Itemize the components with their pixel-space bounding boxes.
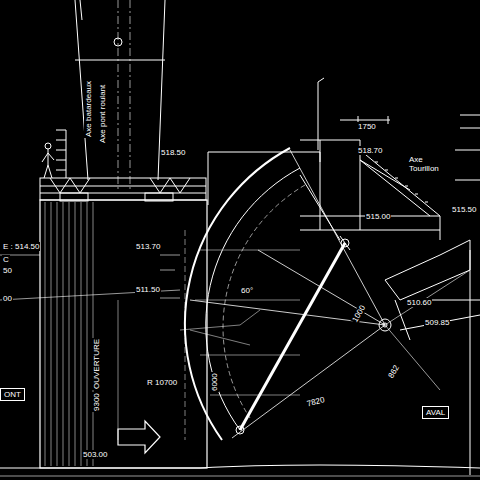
dimension-label: 515.50 (451, 205, 477, 214)
dimension-label: E : 514.50 (2, 242, 40, 251)
dimension-label: Axe batardeaux (84, 80, 93, 138)
dimension-label: 50 (2, 266, 13, 275)
zone-label: AVAL (422, 406, 449, 419)
dimension-label: 513.70 (135, 242, 161, 251)
dimension-label: 518.50 (160, 148, 186, 157)
dimension-label: OUVERTURE (92, 338, 101, 390)
dimension-label: 511.50 (135, 285, 161, 294)
dimension-label: 60° (240, 286, 254, 295)
dimension-label: 7820 (305, 395, 326, 409)
dimension-label: R 10700 (146, 378, 178, 387)
dimension-label: C (2, 255, 10, 264)
dimension-label: 1750 (357, 122, 377, 131)
dimension-label: 518.70 (357, 146, 383, 155)
dimension-label: 00 (2, 294, 13, 303)
dimension-label: 515.00 (365, 212, 391, 221)
dimension-label: 6000 (210, 372, 219, 392)
dimension-label: 510.60 (406, 298, 432, 307)
dimension-label: Axe Tourillon (408, 155, 446, 173)
dimension-label: Axe pont roulant (98, 84, 107, 144)
dimension-label: 503.00 (82, 450, 108, 459)
dimension-label: 509.85 (424, 318, 450, 327)
dimension-label: 862 (386, 363, 401, 381)
dimension-label: 9300 (92, 392, 101, 412)
zone-label: ONT (0, 388, 25, 401)
